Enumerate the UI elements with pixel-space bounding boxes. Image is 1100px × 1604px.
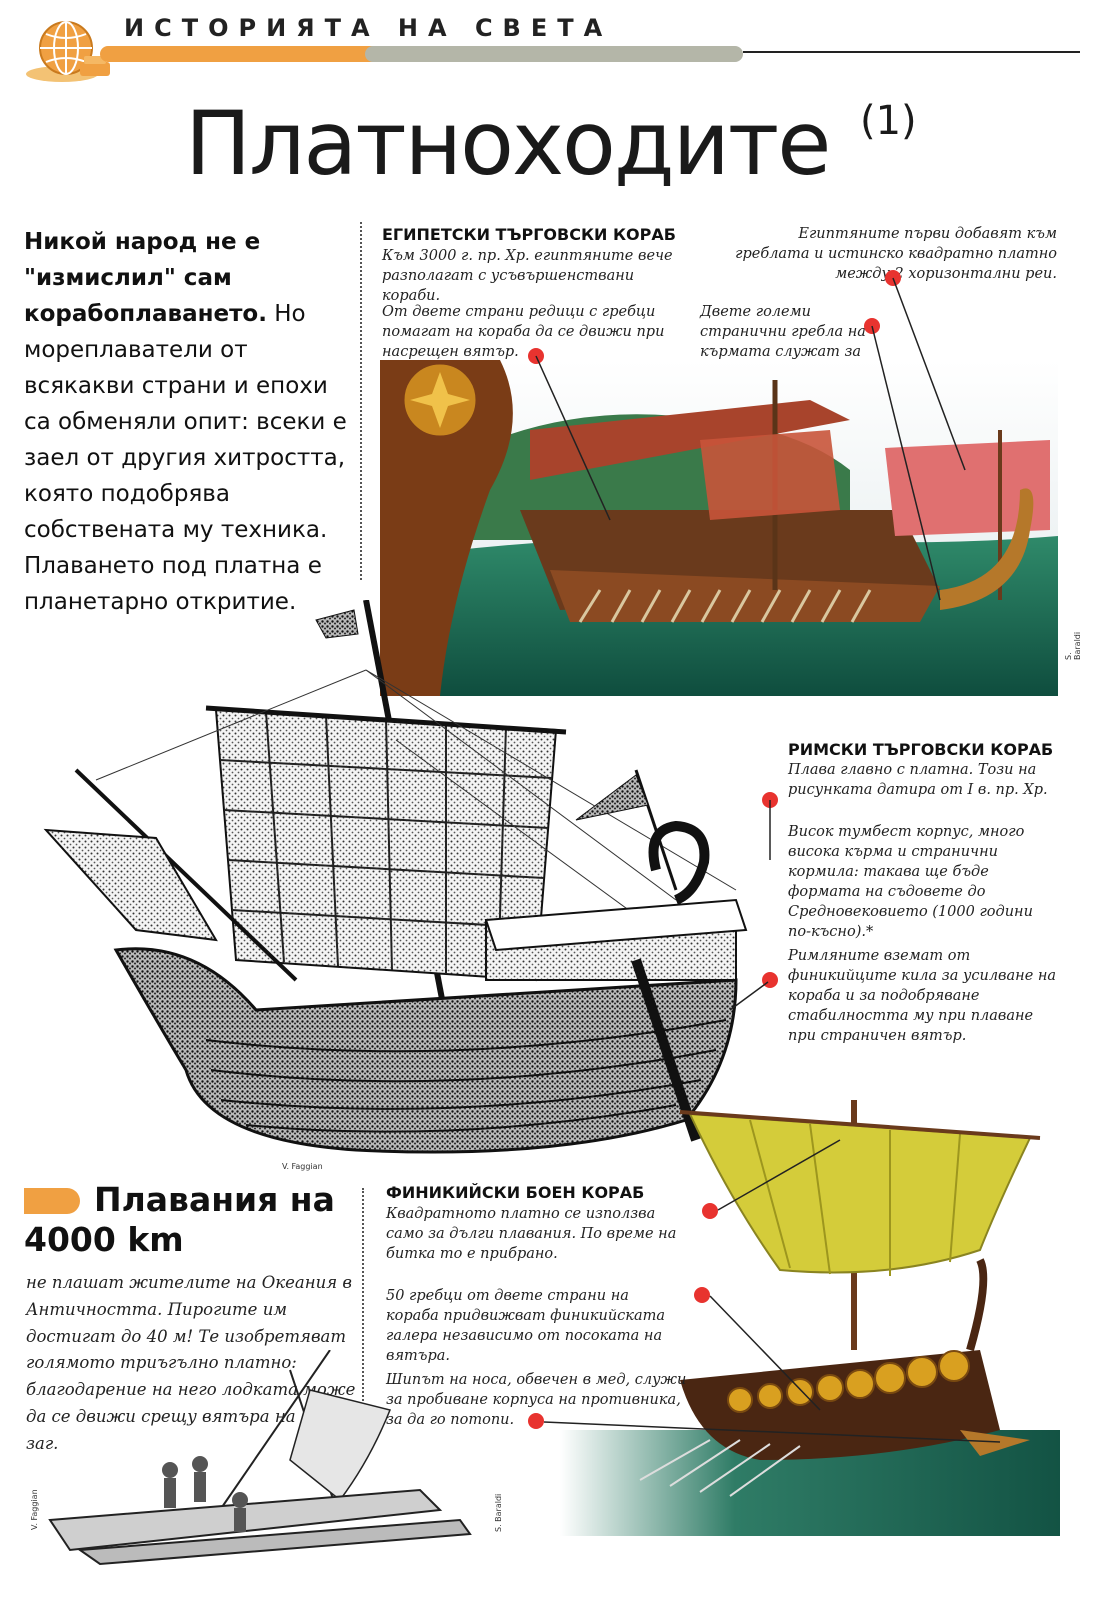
page-title: Платноходите — [185, 92, 831, 195]
header-rule — [743, 51, 1080, 53]
phoenician-ship-title: ФИНИКИЙСКИ БОЕН КОРАБ — [386, 1183, 645, 1202]
phoenician-leader-lines — [543, 1139, 1001, 1443]
roman-caption-sails: Плава главно с платна. Този на рисунката… — [788, 762, 1048, 798]
roman-credit: V. Faggian — [282, 1162, 323, 1171]
voyages-text: не плашат жителите на Океания в Античнос… — [26, 1273, 356, 1453]
roman-caption-hull: Висок тумбест корпус, много висока кърма… — [788, 824, 1033, 940]
phoenician-caption-sail: Квадратното платно се използва само за д… — [386, 1206, 677, 1262]
globe-logo-icon — [22, 16, 114, 86]
roman-ship-illustration — [36, 599, 766, 1160]
roman-ship-title: РИМСКИ ТЪРГОВСКИ КОРАБ — [788, 740, 1054, 759]
egyptian-ship-title: ЕГИПЕТСКИ ТЪРГОВСКИ КОРАБ — [382, 225, 676, 244]
section-marker — [24, 1188, 80, 1214]
series-title: ИСТОРИЯТА НА СВЕТА — [124, 14, 613, 42]
intro-lead: Никой народ не е "измислил" сам корабопл… — [24, 229, 267, 327]
egyptian-caption-rowers: От двете страни редици с гребци помагат … — [382, 304, 665, 360]
phoenician-caption-ram: Шипът на носа, обвечен в мед, служи за п… — [386, 1372, 687, 1428]
intro-text: Но мореплаватели от всякакви страни и еп… — [24, 301, 347, 615]
pirogue-illustration — [40, 1349, 480, 1570]
voyages-title-line2: 4000 km — [24, 1220, 184, 1259]
intro-paragraph: Никой народ не е "измислил" сам корабопл… — [24, 224, 359, 620]
header-bar-grey — [365, 46, 743, 62]
phoenician-ship-illustration — [560, 1100, 1060, 1536]
pirogue-credit: V. Faggian — [30, 1489, 39, 1530]
roman-leader-lines — [729, 800, 771, 1011]
egyptian-caption-date: Към 3000 г. пр. Хр. египтяните вече разп… — [382, 248, 673, 304]
egyptian-ship-illustration — [380, 359, 1058, 696]
roman-caption-keel: Римляните вземат от финикийците кила за … — [788, 948, 1057, 1044]
phoenician-caption-rowers: 50 гребци от двете страни на кораба прид… — [386, 1288, 666, 1364]
column-divider-bottom — [362, 1188, 364, 1420]
marker-phoenician-ram — [528, 1413, 544, 1429]
marker-phoenician-sail — [702, 1203, 718, 1219]
egyptian-leader-lines — [535, 277, 966, 601]
voyages-title-line1: Плавания на — [94, 1180, 335, 1219]
header-bar-orange — [100, 46, 390, 62]
marker-phoenician-rowers — [694, 1287, 710, 1303]
page-title-superscript: (1) — [860, 98, 917, 144]
column-divider-top — [360, 222, 362, 580]
